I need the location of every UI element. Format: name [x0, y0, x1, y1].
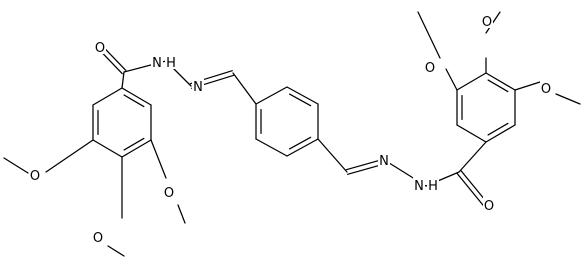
ring-left-bond [92, 87, 123, 106]
bond-lines [3, 11, 581, 257]
ring-center-bond [255, 86, 288, 105]
atom-o-methoxy-left-1: O [164, 186, 174, 201]
atom-n-left-bg [192, 78, 204, 93]
atom-h-right: H [428, 179, 438, 194]
ring-right-bond [456, 72, 487, 91]
atom-o-methoxy-left-3-bg [29, 167, 41, 182]
ring-center-bond [255, 138, 288, 157]
bond-left-methoxy [177, 204, 186, 224]
atom-o-methoxy-right-3: O [541, 82, 551, 97]
atom-h-right-bg [427, 177, 439, 192]
atom-o-methoxy-right-1: O [425, 61, 435, 76]
ring-right-bond [487, 122, 509, 136]
bond-left-methoxy [3, 157, 29, 174]
ring-right-bond [487, 79, 509, 93]
ring-left-bond [92, 139, 123, 158]
atom-n-left: N [193, 80, 203, 95]
atom-o-carbonyl-right: O [484, 199, 494, 214]
ring-left-bond [123, 137, 145, 151]
bond-right-methoxy [555, 93, 581, 105]
atom-o-methoxy-right-1-bg [424, 59, 436, 74]
ring-right-bond [485, 124, 516, 143]
bond-right-methoxy [417, 11, 441, 59]
atom-h-left-bg [165, 54, 177, 69]
atom-o-carbonyl-right-bg [483, 197, 495, 212]
atom-o-methoxy-left-3: O [30, 169, 40, 184]
bond-left-aryl-carbonyl [121, 71, 125, 89]
atom-o-methoxy-left-2-bg [92, 229, 104, 244]
bond-left-methoxy [45, 139, 94, 173]
ring-center-bond [288, 136, 312, 150]
ring-center-bond [288, 93, 312, 107]
atom-o-carbonyl-left-bg [94, 39, 106, 54]
ring-left-bond [123, 94, 145, 108]
ring-right-bond [456, 124, 487, 143]
ring-right-bond [485, 72, 516, 91]
atom-o-methoxy-right-3-bg [540, 80, 552, 95]
ring-left-bond [121, 139, 152, 158]
atom-nh-left-bg [151, 54, 163, 69]
atom-o-methoxy-left-2: O [93, 231, 103, 246]
ring-center-bond [286, 86, 319, 105]
atom-h-left: H [166, 56, 176, 71]
ring-left-bond [121, 87, 152, 106]
atom-o-methoxy-left-1-bg [163, 184, 175, 199]
bond-right-carbonyl [456, 172, 485, 208]
bond-left-methoxy [150, 139, 167, 179]
atom-nh-right: N [414, 179, 424, 194]
ring-center-bond [286, 138, 319, 157]
atom-o-carbonyl-left: O [95, 41, 105, 56]
bond-left-methoxy [107, 245, 125, 257]
atom-o-methoxy-right-2-bg [481, 13, 493, 28]
atom-o-methoxy-right-2: O [482, 15, 492, 30]
bond-right-methoxy [445, 68, 458, 91]
bond-right-aryl-carbonyl [458, 141, 487, 173]
atom-n-right-bg [378, 152, 390, 167]
bond-left-ch-ring [232, 72, 257, 105]
atom-nh-left: N [152, 56, 162, 71]
bond-right-methoxy [514, 81, 541, 91]
atom-nh-right-bg [413, 177, 425, 192]
atom-n-right: N [379, 154, 389, 169]
bond-right-ch-ring [317, 138, 348, 173]
